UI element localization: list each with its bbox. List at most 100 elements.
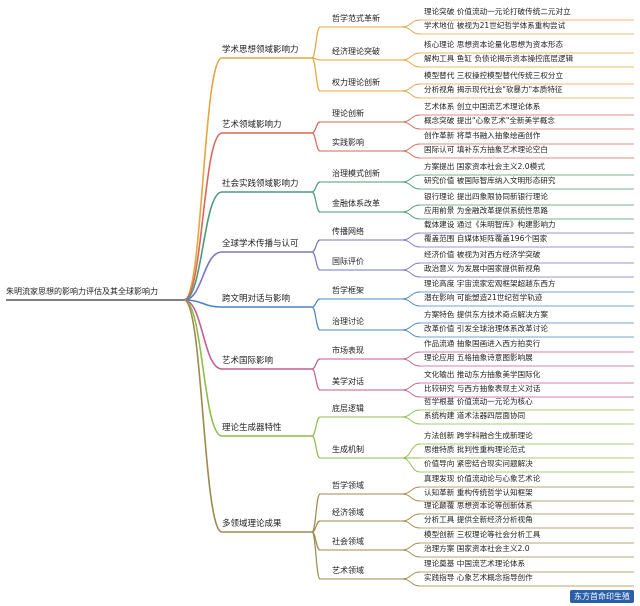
connector-line [311,306,321,331]
connector-line [401,542,421,551]
connector-line [183,299,223,370]
sub-branch-node: 社会领域 [332,537,364,546]
leaf-node: 学术地位 被视为21世纪哲学体系重构尝试 [424,21,566,30]
sub-branch-node: 哲学领域 [332,481,364,490]
leaf-node: 比较研究 与西方抽象表现主义对话 [424,384,541,393]
leaf-node: 国际认可 填补东方抽象艺术理论空白 [424,145,548,154]
connector-line [183,251,223,301]
connector-line [311,416,321,437]
connector-line [311,520,321,533]
leaf-node: 实践指导 心象艺术概念指导创作 [424,573,533,582]
connector-line [401,389,421,398]
leaf-node: 系统构建 道术法器四层面协同 [424,411,526,420]
leaf-node: 创作革新 将草书融入抽象绘画创作 [424,131,541,140]
sub-branch-node: 治理模式创新 [332,169,380,178]
leaf-node: 载体建设 通过《朱明智库》构建影响力 [424,220,556,229]
connector-line [401,174,421,183]
leaf-node: 模型替代 三权操控模型替代传统三权分立 [424,71,564,80]
connector-line [401,291,421,300]
connector-line [401,322,421,331]
leaf-node: 作品流通 抽象国画进入西方拍卖行 [424,339,541,348]
leaf-node: 覆盖范围 自媒体矩阵覆盖196个国家 [424,234,548,243]
connector-line [183,132,223,301]
connector-line [183,191,223,301]
connector-line [311,26,321,59]
connector-line [401,204,421,213]
connector-line [311,239,321,253]
sub-branch-node: 生成机制 [332,445,364,454]
leaf-node: 分析视角 揭示现代社会"软暴力"本质特征 [424,85,563,94]
connector-line [311,191,321,213]
branch-node: 学术思想领域影响力 [222,45,299,55]
branch-node: 理论生成器特性 [222,423,282,433]
connector-line [401,298,421,307]
connector-line [401,382,421,391]
connector-line [401,571,421,580]
connector-line [183,299,223,533]
leaf-node: 研究价值 被国际智库纳入文明形态研究 [424,176,556,185]
leaf-node: 方案提出 国家资本社会主义2.0模式 [424,162,545,171]
connector-line [401,416,421,425]
connector-line [401,181,421,190]
connector-line [401,239,421,248]
connector-line [401,52,421,61]
connector-line [401,269,421,278]
connector-line [401,409,421,418]
branch-node: 跨文明对话与影响 [222,294,291,304]
sub-branch-node: 国际评价 [332,257,364,266]
connector-line [401,513,421,522]
connector-line [311,57,321,92]
connector-line [401,83,421,92]
connector-line [401,26,421,35]
sub-branch-node: 权力理论创新 [332,78,380,87]
leaf-node: 认知革新 重构传统哲学认知框架 [424,488,533,497]
connector-line [401,457,421,473]
leaf-node: 理论颠覆 思想资本论等创新体系 [424,501,533,510]
leaf-node: 真理发现 价值流动论与心象艺术论 [424,474,541,483]
connector-line [401,578,421,587]
connector-line [401,90,421,99]
leaf-node: 解构工具 鱼缸 负债论揭示资本操控底层逻辑 [424,54,574,63]
connector-line [311,298,321,308]
branch-node: 多领域理论成果 [222,519,282,529]
connector-line [401,486,421,495]
leaf-node: 理论突破 价值流动一元论打破传统二元对立 [424,7,571,16]
leaf-node: 哲学根基 价值流动一元论为核心 [424,397,533,406]
leaf-node: 理论奠基 中国流艺术理论体系 [424,559,526,568]
connector-line [311,531,321,580]
leaf-node: 艺术体系 创立中国流艺术理论体系 [424,102,541,111]
sub-branch-node: 治理讨论 [332,317,364,326]
connector-line [401,19,421,28]
sub-branch-node: 传播网络 [332,227,364,236]
leaf-node: 方案特色 提供东方技术奇点解决方案 [424,310,548,319]
connector-line [401,358,421,367]
leaf-node: 治理方案 国家资本社会主义2.0 [424,544,530,553]
sub-branch-node: 美学对话 [332,377,364,386]
connector-line [183,299,223,437]
connector-line [401,150,421,159]
connector-line [401,329,421,338]
leaf-node: 潜在影响 可能塑造21世纪哲学轨迹 [424,293,543,302]
branch-node: 艺术领域影响力 [222,120,282,130]
connector-line [401,520,421,529]
leaf-node: 经济价值 被视为对西方经济学突破 [424,250,541,259]
connector-line [183,299,223,308]
leaf-node: 核心理论 思想资本论量化思想为资本形态 [424,40,564,49]
sub-branch-node: 理论创新 [332,109,364,118]
connector-line [311,132,321,152]
sub-branch-node: 经济领域 [332,508,364,517]
connector-line [311,121,321,134]
connector-line [401,114,421,123]
leaf-node: 价值导向 紧密结合现实问题解决 [424,459,533,468]
leaf-node: 文化输出 推动东方抽象美学国际化 [424,370,541,379]
connector-line [401,549,421,558]
branch-node: 艺术国际影响 [222,356,274,366]
leaf-node: 银行理论 提出四象限协同新银行理论 [424,192,548,201]
sub-branch-node: 金融体系改革 [332,199,380,208]
connector-line [311,368,321,391]
connector-line [401,262,421,271]
connector-line [401,143,421,152]
sub-branch-node: 经济理论突破 [332,47,380,56]
connector-line [401,493,421,502]
